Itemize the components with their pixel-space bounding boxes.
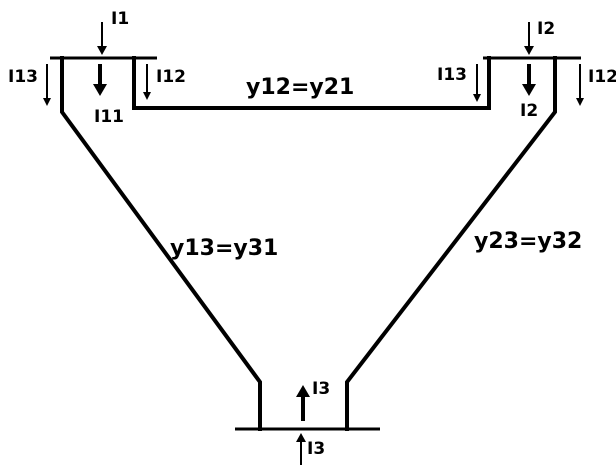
bus2-self-current-label: I2 bbox=[520, 101, 538, 121]
line13-wire bbox=[60, 56, 262, 431]
line23-wire bbox=[345, 56, 557, 431]
bus1-left-arrowhead bbox=[43, 98, 51, 106]
bus3-injection-arrowhead bbox=[296, 433, 306, 442]
bus2-self-arrowhead bbox=[522, 84, 536, 96]
line12-wire bbox=[132, 56, 491, 110]
bus1-injection-label: I1 bbox=[111, 9, 129, 29]
bus1-self-current-label: I11 bbox=[94, 107, 124, 127]
bus3-upper-arrowhead bbox=[296, 385, 310, 397]
bus2-injection-arrowhead bbox=[524, 46, 534, 55]
bus2-left-arrowhead bbox=[473, 94, 481, 102]
line12-label: y12=y21 bbox=[246, 75, 354, 100]
bus1-left-current-label: I13 bbox=[8, 67, 38, 87]
bus2-injection-label: I2 bbox=[537, 19, 555, 39]
bus1-right-arrowhead bbox=[143, 92, 151, 100]
bus1-injection-arrowhead bbox=[97, 46, 107, 55]
bus3-injection-label: I3 bbox=[307, 439, 325, 459]
bus1-right-current-label: I12 bbox=[156, 67, 186, 87]
bus2-right-arrowhead bbox=[576, 98, 584, 106]
bus3-upper-current-label: I3 bbox=[312, 379, 330, 399]
bus1-self-arrowhead bbox=[93, 84, 107, 96]
line13-label: y13=y31 bbox=[170, 236, 278, 261]
bus2-left-current-label: I13 bbox=[437, 65, 467, 85]
bus2-right-current-label: I12 bbox=[588, 67, 616, 87]
line23-label: y23=y32 bbox=[474, 229, 582, 254]
